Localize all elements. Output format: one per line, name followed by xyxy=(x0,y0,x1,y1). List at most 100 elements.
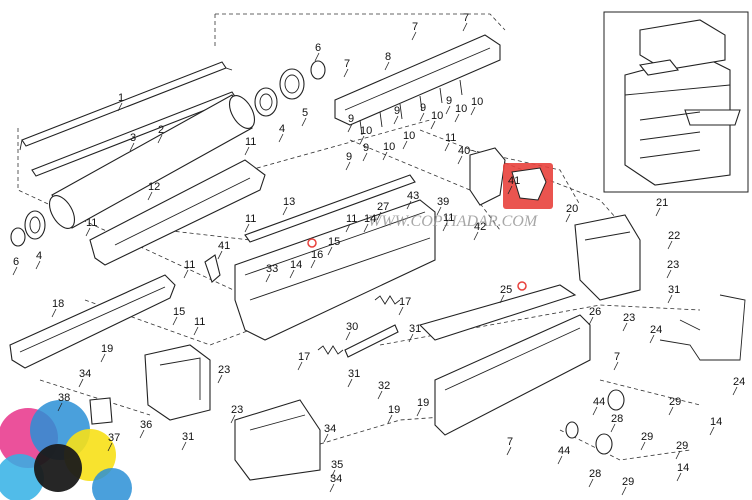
leader-line xyxy=(297,361,303,371)
leader-line xyxy=(345,331,351,341)
callout-29: 29 xyxy=(641,431,653,443)
leader-line xyxy=(78,378,84,388)
part-main-frame xyxy=(234,174,436,341)
callout-10: 10 xyxy=(383,141,395,153)
callout-10: 10 xyxy=(455,103,467,115)
watermark-text: WWW.COPYIADAR.COM xyxy=(368,213,539,230)
callout-10: 10 xyxy=(360,125,372,137)
leader-line xyxy=(419,112,425,122)
part-cable xyxy=(659,294,746,361)
callout-44: 44 xyxy=(593,396,605,408)
leader-line xyxy=(457,155,463,165)
leader-line xyxy=(676,472,682,482)
leader-line xyxy=(217,250,223,260)
part-claw-assembly xyxy=(334,34,501,136)
callout-3: 3 xyxy=(130,132,136,144)
callout-9: 9 xyxy=(346,151,352,163)
leader-line xyxy=(314,52,320,62)
callout-40: 40 xyxy=(458,145,470,157)
callout-10: 10 xyxy=(431,110,443,122)
leader-line xyxy=(398,306,404,316)
callout-7: 7 xyxy=(614,351,620,363)
callout-8: 8 xyxy=(385,51,391,63)
leader-line xyxy=(278,133,284,143)
callout-17: 17 xyxy=(399,296,411,308)
leader-line xyxy=(613,361,619,371)
leader-line xyxy=(649,334,655,344)
callout-9: 9 xyxy=(394,105,400,117)
leader-line xyxy=(329,483,335,493)
callout-16: 16 xyxy=(311,249,323,261)
leader-line xyxy=(347,378,353,388)
callout-41: 41 xyxy=(508,175,520,187)
leader-line xyxy=(139,429,145,439)
callout-32: 32 xyxy=(378,380,390,392)
brand-circles xyxy=(0,400,132,500)
leader-line xyxy=(100,353,106,363)
leader-line xyxy=(301,117,307,127)
callout-11: 11 xyxy=(184,259,195,271)
leader-line xyxy=(183,269,189,279)
leader-line xyxy=(289,269,295,279)
leader-line xyxy=(310,259,316,269)
callout-11: 11 xyxy=(245,213,256,225)
leader-line xyxy=(85,227,91,237)
leader-line xyxy=(622,322,628,332)
leader-line xyxy=(668,406,674,416)
callout-4: 4 xyxy=(279,123,285,135)
leader-line xyxy=(282,206,288,216)
callout-15: 15 xyxy=(328,236,340,248)
callout-14: 14 xyxy=(364,213,376,225)
leader-line xyxy=(376,211,382,221)
callout-38: 38 xyxy=(58,392,70,404)
leader-line xyxy=(499,294,505,304)
part-bottom-frame xyxy=(234,399,321,481)
leader-line xyxy=(362,152,368,162)
callout-9: 9 xyxy=(363,142,369,154)
callout-20: 20 xyxy=(566,203,578,215)
leader-line xyxy=(667,294,673,304)
highlighted-part-41 xyxy=(503,163,553,209)
callout-34: 34 xyxy=(79,368,91,380)
callout-19: 19 xyxy=(101,343,113,355)
leader-line xyxy=(345,223,351,233)
part-side-bracket xyxy=(144,344,211,421)
callout-35: 35 xyxy=(331,459,343,471)
leader-line xyxy=(709,426,715,436)
leader-line xyxy=(442,222,448,232)
leader-line xyxy=(655,207,661,217)
leader-line xyxy=(343,68,349,78)
leader-line xyxy=(345,161,351,171)
leader-line xyxy=(51,308,57,318)
callout-7: 7 xyxy=(412,21,418,33)
leader-line xyxy=(12,266,18,276)
leader-line xyxy=(244,146,250,156)
callout-2: 2 xyxy=(158,124,164,136)
leader-line xyxy=(507,185,513,195)
part-side-panel xyxy=(434,314,591,436)
callout-42: 42 xyxy=(474,221,486,233)
callout-31: 31 xyxy=(409,323,421,335)
part-lever xyxy=(469,147,506,206)
callout-30: 30 xyxy=(346,321,358,333)
leader-line xyxy=(117,102,123,112)
leader-line xyxy=(610,423,616,433)
leader-line xyxy=(363,223,369,233)
part-end-block xyxy=(574,214,641,301)
callout-26: 26 xyxy=(589,306,601,318)
callout-9: 9 xyxy=(420,102,426,114)
callout-11: 11 xyxy=(445,132,456,144)
callout-19: 19 xyxy=(388,404,400,416)
leader-line xyxy=(147,191,153,201)
leader-line xyxy=(327,246,333,256)
leader-line xyxy=(330,469,336,479)
leader-line xyxy=(411,31,417,41)
part-small-bracket xyxy=(89,397,113,425)
leader-line xyxy=(406,200,412,210)
leader-line xyxy=(347,123,353,133)
callout-23: 23 xyxy=(231,404,243,416)
leader-line xyxy=(666,269,672,279)
leader-line xyxy=(640,441,646,451)
part-rollers xyxy=(565,389,625,455)
